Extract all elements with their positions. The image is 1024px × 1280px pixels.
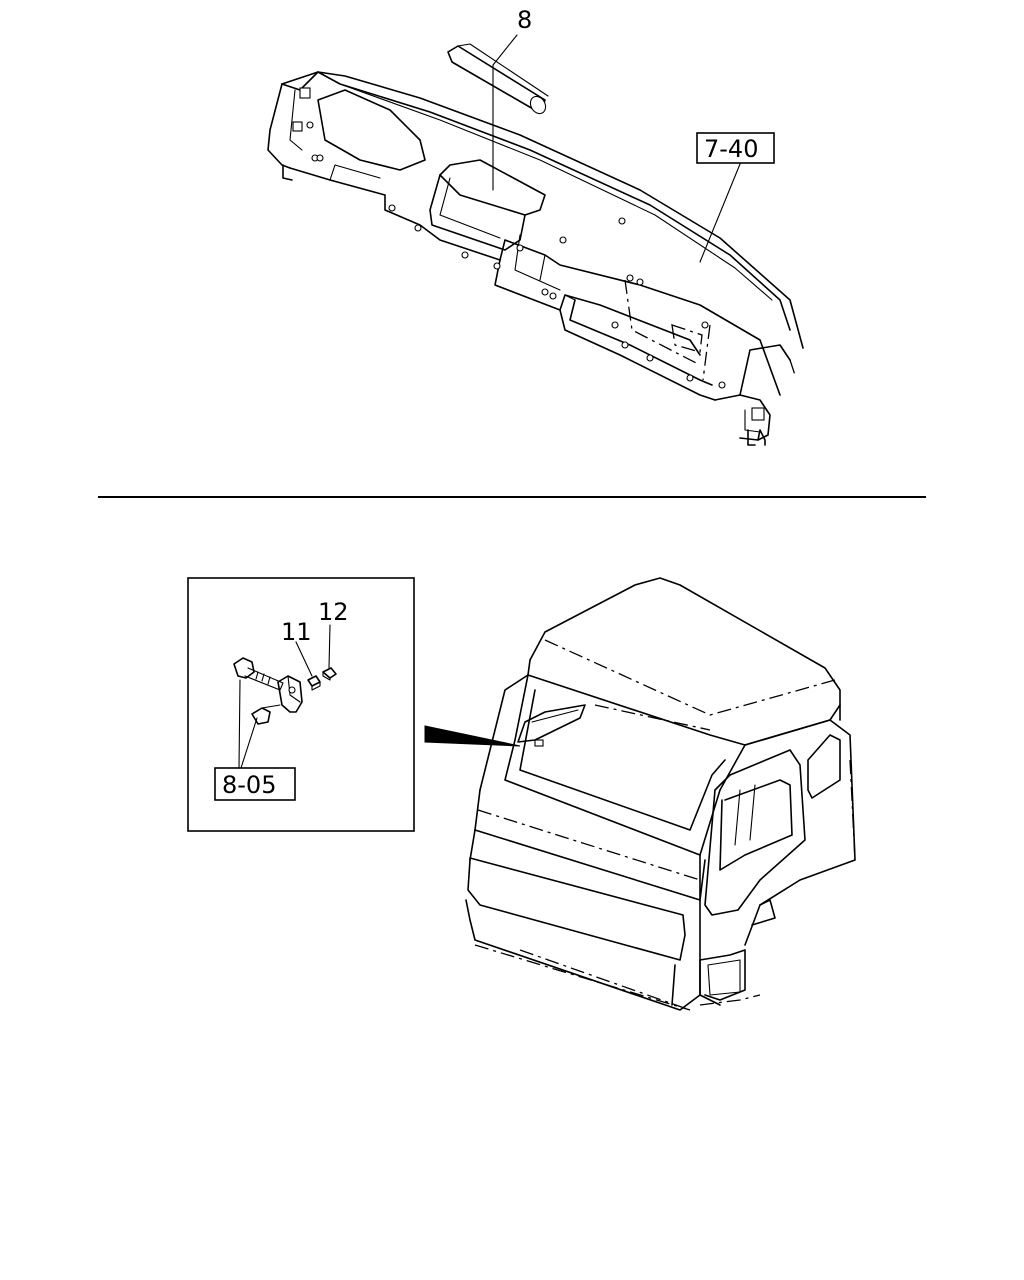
- truck-cab-drawing: [465, 577, 856, 1011]
- callout-8-05: 8-05: [222, 771, 276, 799]
- leader-line-11: [295, 641, 313, 677]
- leader-line-8-05a: [238, 679, 241, 769]
- callout-8: 8: [517, 6, 532, 34]
- dashboard-frame-drawing: [267, 71, 804, 446]
- pointer-arrow: [424, 725, 521, 747]
- leader-line-8: [492, 34, 518, 191]
- callout-11: 11: [281, 618, 312, 646]
- callout-7-40: 7-40: [704, 135, 758, 163]
- leader-line-12: [328, 624, 331, 669]
- bracket-assembly-drawing: [233, 657, 337, 725]
- duct-part-drawing: [447, 43, 549, 115]
- callout-box-7-40: [696, 132, 775, 164]
- callout-12: 12: [318, 598, 349, 626]
- leader-line-8-05b: [240, 717, 258, 769]
- leader-line-7-40: [699, 163, 741, 263]
- callout-box-8-05: [214, 767, 296, 801]
